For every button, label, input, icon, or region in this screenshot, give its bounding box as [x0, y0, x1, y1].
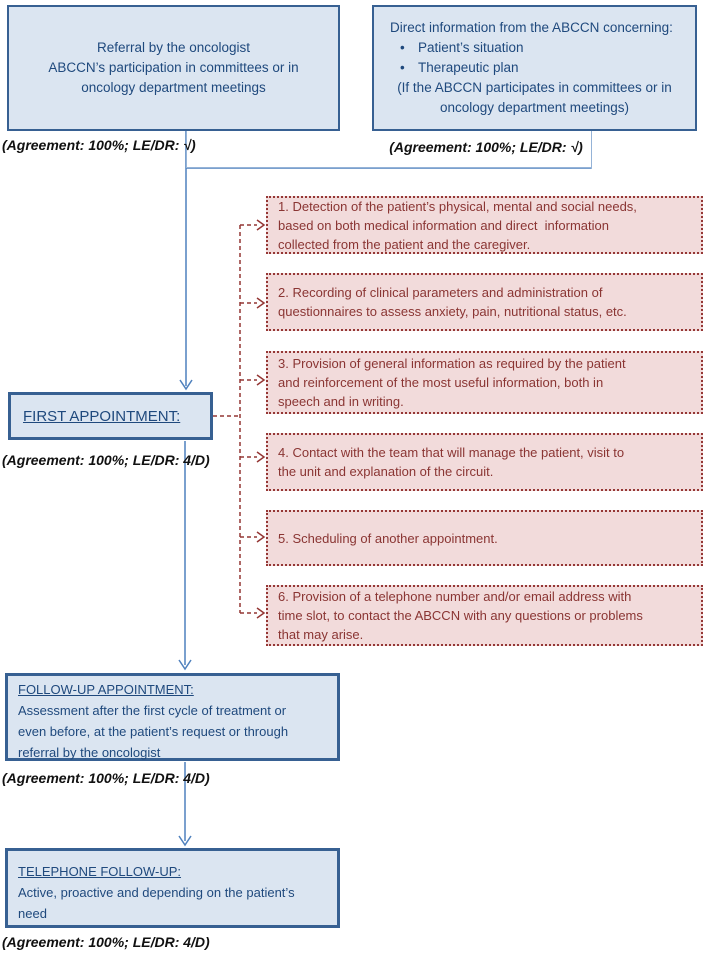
telephone-line: need — [18, 906, 47, 921]
referral-line: Referral by the oncologist — [96, 40, 251, 55]
step-line: 1. Detection of the patient’s physical, … — [278, 198, 637, 214]
step-line: the unit and explanation of the circuit. — [278, 464, 494, 479]
bullet-icon: • — [400, 40, 405, 55]
step-box-3: 3. Provision of general information as r… — [266, 351, 703, 414]
follow-up-line: even before, at the patient’s request or… — [18, 724, 289, 739]
step-line: based on both medical information and di… — [278, 217, 609, 233]
arrow-right-icon — [256, 531, 266, 543]
arrow-down-icon — [179, 379, 193, 391]
first-appointment-box: FIRST APPOINTMENT: — [8, 392, 213, 440]
step-line: collected from the patient and the careg… — [278, 236, 531, 252]
follow-up-title: FOLLOW-UP APPOINTMENT: — [18, 682, 194, 697]
direct-info-note-line: oncology department meetings) — [439, 100, 630, 115]
first-appointment-title: FIRST APPOINTMENT: — [23, 407, 181, 425]
bullet-label: Therapeutic plan — [418, 60, 519, 75]
arrow-right-icon — [256, 607, 266, 619]
arrow-down-icon — [178, 835, 192, 847]
telephone-title: TELEPHONE FOLLOW-UP: — [18, 864, 182, 879]
arrow-right-icon — [256, 297, 266, 309]
step-line: 2. Recording of clinical parameters and … — [278, 285, 603, 300]
arrow-right-icon — [256, 451, 266, 463]
step-line: that may arise. — [278, 627, 364, 642]
step-box-2: 2. Recording of clinical parameters and … — [266, 273, 703, 331]
step-box-4: 4. Contact with the team that will manag… — [266, 433, 703, 491]
follow-up-line: Assessment after the first cycle of trea… — [18, 703, 287, 718]
bullet-icon: • — [400, 60, 405, 75]
referral-box: Referral by the oncologist ABCCN’s parti… — [7, 5, 340, 131]
direct-info-bullet-item: • Therapeutic plan — [380, 58, 689, 78]
referral-line: oncology department meetings — [81, 80, 266, 95]
agreement-label-referral: (Agreement: 100%; LE/DR: √) — [2, 137, 196, 153]
telephone-box: TELEPHONE FOLLOW-UP: Active, proactive a… — [5, 848, 340, 928]
step-box-1: 1. Detection of the patient’s physical, … — [266, 196, 703, 254]
agreement-label-first-appointment: (Agreement: 100%; LE/DR: 4/D) — [2, 452, 210, 468]
step-line: 3. Provision of general information as r… — [278, 356, 626, 371]
direct-info-box: Direct information from the ABCCN concer… — [372, 5, 697, 131]
direct-info-bullet-item: • Patient’s situation — [380, 38, 689, 58]
bullet-label: Patient’s situation — [418, 40, 524, 55]
agreement-label-telephone: (Agreement: 100%; LE/DR: 4/D) — [2, 934, 210, 950]
arrow-down-icon — [178, 659, 192, 671]
arrow-right-icon — [256, 219, 266, 231]
step-line: 6. Provision of a telephone number and/o… — [278, 589, 632, 604]
step-line: and reinforcement of the most useful inf… — [278, 375, 604, 390]
direct-info-intro: Direct information from the ABCCN concer… — [390, 20, 673, 35]
step-box-5: 5. Scheduling of another appointment. — [266, 510, 703, 566]
step-line: time slot, to contact the ABCCN with any… — [278, 608, 643, 623]
agreement-label-direct-info: (Agreement: 100%; LE/DR: √) — [389, 139, 583, 155]
step-box-6: 6. Provision of a telephone number and/o… — [266, 585, 703, 646]
step-line: questionnaires to assess anxiety, pain, … — [278, 304, 627, 319]
arrow-right-icon — [256, 374, 266, 386]
referral-line: ABCCN’s participation in committees or i… — [48, 60, 299, 75]
follow-up-line: referral by the oncologist — [18, 745, 161, 760]
direct-info-note-line: (If the ABCCN participates in committees… — [397, 80, 672, 95]
step-line: speech and in writing. — [278, 394, 404, 409]
step-line: 5. Scheduling of another appointment. — [278, 530, 498, 546]
follow-up-box: FOLLOW-UP APPOINTMENT: Assessment after … — [5, 673, 340, 761]
telephone-line: Active, proactive and depending on the p… — [18, 885, 295, 900]
step-line: 4. Contact with the team that will manag… — [278, 445, 625, 460]
agreement-label-follow-up: (Agreement: 100%; LE/DR: 4/D) — [2, 770, 210, 786]
